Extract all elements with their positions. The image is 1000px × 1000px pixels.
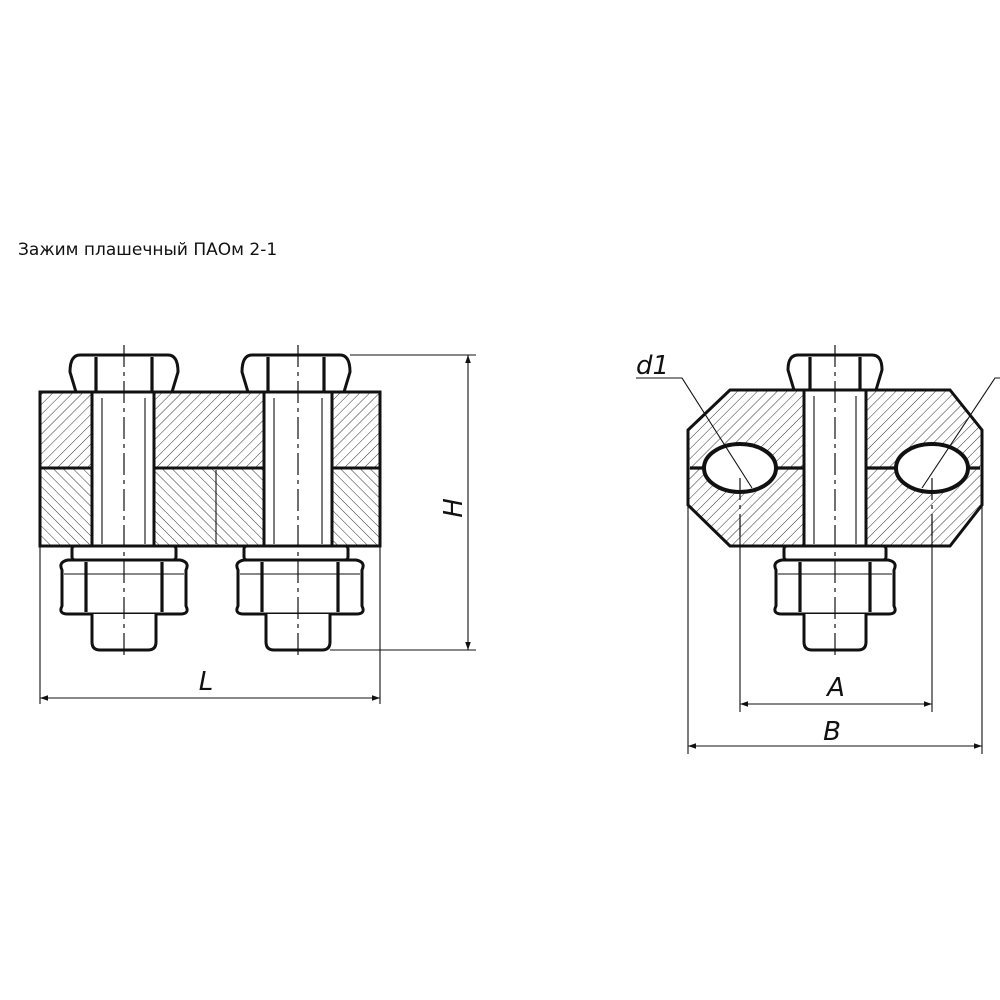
washer-right bbox=[242, 544, 350, 562]
dim-label-h: H bbox=[439, 498, 469, 518]
dim-label-d1: d1 bbox=[636, 351, 669, 381]
bolt-head-right bbox=[240, 353, 352, 394]
nut-right bbox=[235, 558, 365, 616]
dim-label-a: A bbox=[825, 673, 845, 703]
page-title: Зажим плашечный ПАОм 2-1 bbox=[18, 240, 278, 260]
dim-label-b: B bbox=[823, 717, 841, 747]
front-view: H L bbox=[38, 345, 476, 704]
dim-label-l: L bbox=[199, 667, 214, 697]
side-view: d1 A B bbox=[636, 345, 1000, 754]
